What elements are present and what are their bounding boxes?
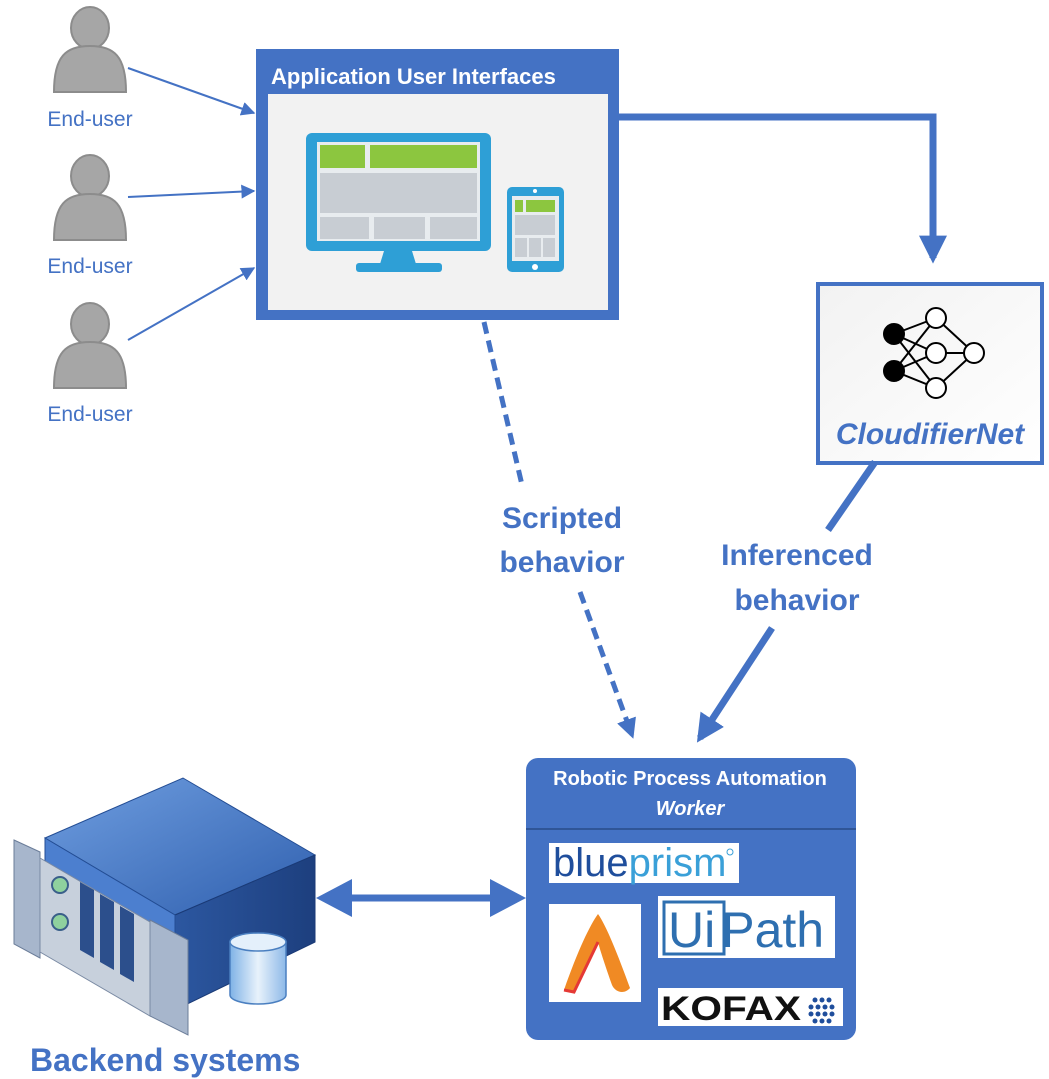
inferenced-behavior-arrow-top (825, 460, 878, 532)
tablet-icon (507, 187, 564, 272)
rpa-worker-box: Robotic Process Automation Worker bluepr… (526, 758, 856, 1040)
kofax-text: KOFAX (661, 990, 801, 1028)
scripted-label-line1: Scripted (502, 502, 622, 535)
inferenced-behavior-arrow-bottom (696, 626, 775, 743)
blueprism-part1: blue (553, 841, 629, 885)
scripted-behavior-arrow (481, 321, 632, 735)
end-user-label: End-user (47, 108, 132, 131)
app-to-cloudifier-arrow (618, 113, 947, 264)
blueprism-text: blueprism (553, 841, 726, 885)
cloudifiernet-label: CloudifierNet (836, 418, 1026, 451)
automation-anywhere-logo (549, 904, 641, 1002)
end-user-3: End-user (47, 302, 133, 426)
kofax-dots-icon (808, 997, 835, 1024)
uipath-part2: Path (721, 902, 824, 958)
person-icon (53, 6, 127, 93)
person-icon (53, 302, 127, 389)
end-user-1: End-user (47, 6, 133, 131)
backend-rpa-arrow (316, 879, 526, 917)
database-icon (229, 932, 287, 1005)
end-user-label: End-user (47, 255, 132, 278)
rpa-subtitle: Worker (656, 798, 726, 820)
app-ui-box: Application User Interfaces (256, 49, 619, 320)
cloudifiernet-box: CloudifierNet (816, 282, 1044, 465)
uipath-part1: Ui (668, 902, 715, 958)
inferenced-label-line1: Inferenced (721, 539, 873, 572)
kofax-logo: KOFAX (658, 988, 843, 1028)
inferenced-label-line2: behavior (734, 584, 859, 617)
server-icon (13, 777, 317, 1036)
monitor-icon (306, 133, 491, 272)
backend-label: Backend systems (30, 1042, 300, 1078)
neural-network-icon (883, 307, 985, 399)
person-icon (53, 154, 127, 241)
scripted-label-line2: behavior (499, 546, 624, 579)
blueprism-logo: blueprism (549, 841, 739, 885)
end-user-2: End-user (47, 154, 133, 278)
user2-arrow (127, 184, 256, 199)
end-user-label: End-user (47, 403, 132, 426)
user1-arrow (127, 67, 256, 116)
user3-arrow (127, 267, 256, 341)
app-ui-title: Application User Interfaces (271, 64, 556, 89)
rpa-title: Robotic Process Automation (553, 768, 827, 790)
blueprism-part2: prism (629, 841, 727, 885)
